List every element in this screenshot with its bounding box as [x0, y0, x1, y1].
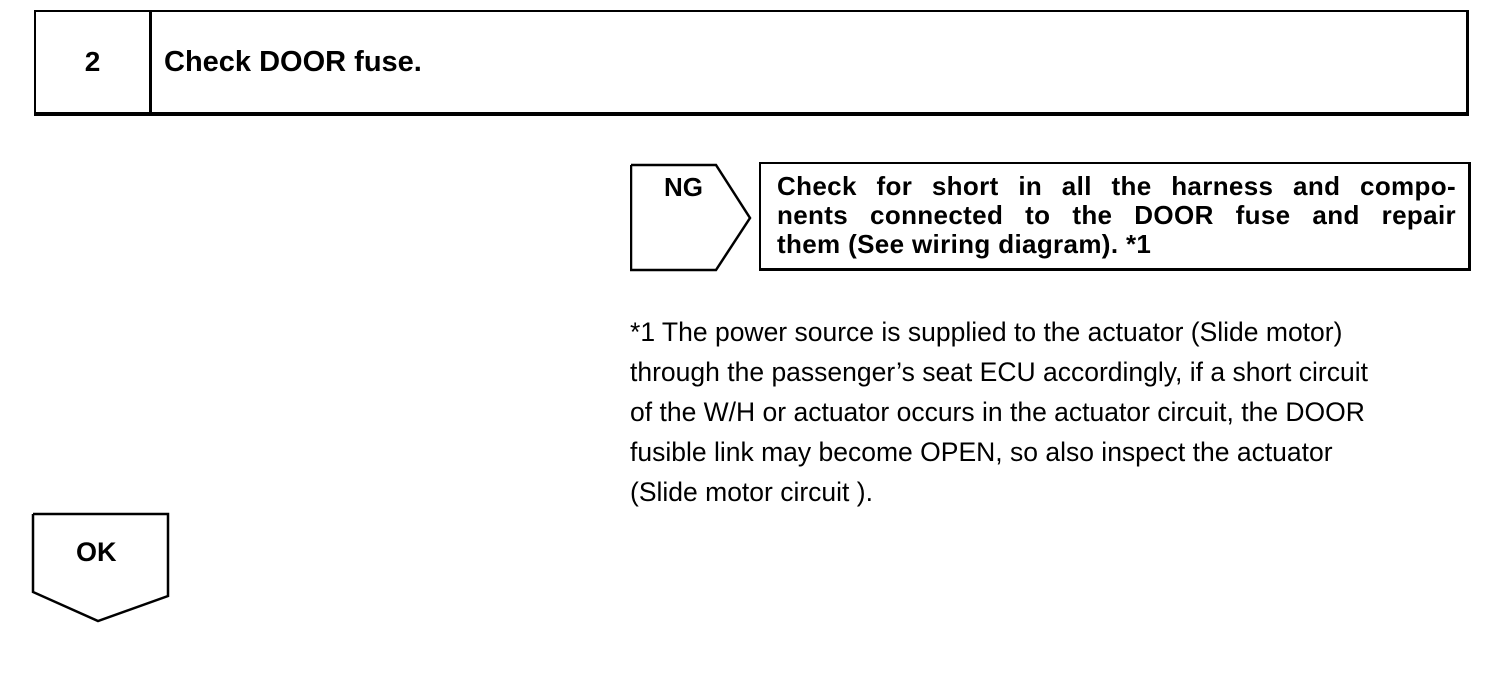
ng-action-line: nents connected to the DOOR fuse and rep… — [777, 200, 1456, 230]
ng-label: NG — [664, 172, 703, 202]
ng-action-box: Check for short in all the harness and c… — [759, 162, 1471, 271]
footnote: *1 The power source is supplied to the a… — [630, 312, 1475, 512]
footnote-line: through the passenger’s seat ECU accordi… — [630, 357, 1368, 387]
ok-label: OK — [76, 537, 117, 567]
step-title: Check DOOR fuse. — [164, 45, 422, 78]
ng-arrow-icon — [630, 163, 752, 272]
step-header-box: 2 Check DOOR fuse. — [34, 10, 1469, 116]
ok-arrow-icon — [31, 512, 170, 623]
ng-action-line: Check for short in all the harness and c… — [777, 171, 1456, 201]
footnote-line: (Slide motor circuit ). — [630, 477, 873, 507]
footnote-line: of the W/H or actuator occurs in the act… — [630, 397, 1365, 427]
ng-action-line: them (See wiring diagram). *1 — [777, 229, 1152, 259]
footnote-line: *1 The power source is supplied to the a… — [630, 317, 1343, 347]
footnote-line: fusible link may become OPEN, so also in… — [630, 437, 1333, 467]
step-number: 2 — [36, 12, 152, 112]
